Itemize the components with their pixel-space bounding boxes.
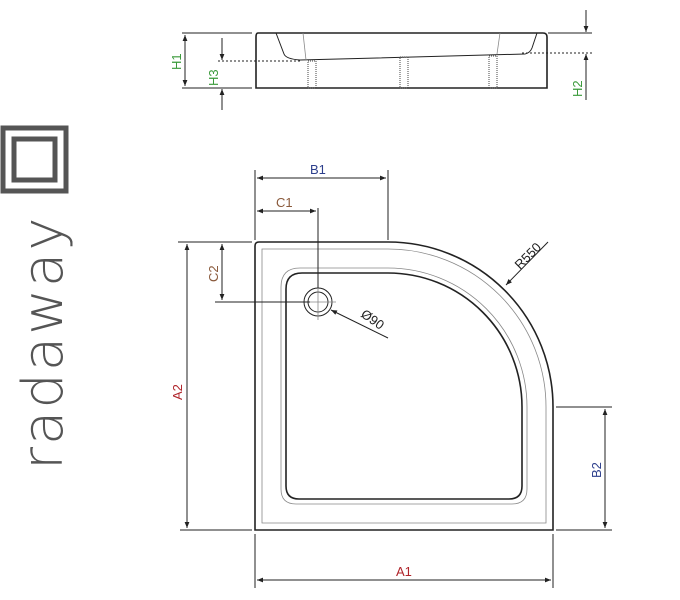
radius-label: R550 — [512, 240, 545, 273]
drain-diameter-label: Ø90 — [358, 306, 387, 332]
h2-label: H2 — [570, 80, 585, 97]
a2-label: A2 — [170, 384, 185, 400]
basin-outline — [285, 272, 523, 500]
b1-label: B1 — [310, 162, 326, 177]
logo-wordmark: radaway — [11, 216, 76, 470]
a1-label: A1 — [396, 564, 412, 579]
h1-label: H1 — [169, 53, 184, 70]
radaway-logo: radaway — [0, 125, 76, 470]
c2-label: C2 — [206, 265, 221, 282]
tray-side-outline — [255, 32, 548, 89]
side-view: H1 H3 H2 — [169, 10, 592, 110]
c1-label: C1 — [276, 195, 293, 210]
b2-label: B2 — [589, 462, 604, 478]
tray-basin-profile — [275, 32, 538, 61]
plan-view: B1 C1 C2 A2 A1 B2 R550 Ø90 — [170, 162, 612, 588]
logo-inner-square — [11, 136, 58, 183]
tray-outline — [254, 241, 554, 531]
tray-legs — [307, 55, 498, 89]
logo-outer-square — [0, 125, 69, 194]
h3-label: H3 — [206, 69, 221, 86]
